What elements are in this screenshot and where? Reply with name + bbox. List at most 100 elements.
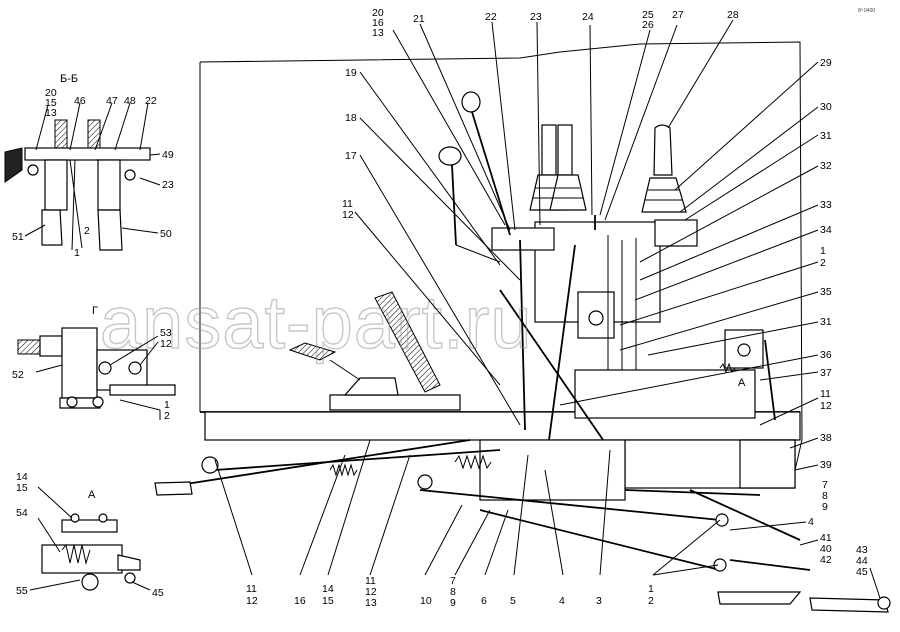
right-plate-boss xyxy=(737,343,751,357)
bb-47: 47 xyxy=(106,95,118,107)
callout-4-right: 4 xyxy=(808,516,814,528)
bb-15: 15 xyxy=(45,97,57,109)
callout-27: 27 xyxy=(672,9,684,21)
spring-main xyxy=(454,454,492,470)
callout-21: 21 xyxy=(413,13,425,25)
callout-30: 30 xyxy=(820,101,832,113)
callout-20-16-13-b: 16 xyxy=(372,17,384,29)
a-14: 14 xyxy=(16,471,28,483)
callout-42: 42 xyxy=(820,554,832,566)
bb-20: 20 xyxy=(45,87,57,99)
g-12: 12 xyxy=(160,338,172,350)
a-15: 15 xyxy=(16,482,28,494)
g-53: 53 xyxy=(160,327,172,339)
callout-33: 33 xyxy=(820,199,832,211)
bb-50: 50 xyxy=(160,228,172,240)
bottom-5: 5 xyxy=(510,595,516,607)
callout-19: 19 xyxy=(345,67,357,79)
bb-1: 1 xyxy=(74,247,80,259)
bottom-12: 12 xyxy=(246,595,258,607)
spring-left xyxy=(329,463,358,477)
callout-40: 40 xyxy=(820,543,832,555)
bottom-1: 1 xyxy=(648,583,654,595)
callout-31-top: 31 xyxy=(820,130,832,142)
callout-8-right: 8 xyxy=(822,490,828,502)
bottom-16: 16 xyxy=(294,595,306,607)
callout-11-mid: 11 xyxy=(342,198,353,210)
bottom-12b: 12 xyxy=(365,586,377,598)
watermark: ansat-part.ru xyxy=(100,281,533,364)
bottom-14: 14 xyxy=(322,583,334,595)
pedal-pad xyxy=(374,291,441,393)
callout-34: 34 xyxy=(820,224,832,236)
callout-41: 41 xyxy=(820,532,832,544)
callout-32: 32 xyxy=(820,160,832,172)
rod-end-left xyxy=(154,481,193,496)
section-bb-title: Б-Б xyxy=(60,73,78,85)
callout-20-16-13-c: 13 xyxy=(372,27,384,39)
callout-28: 28 xyxy=(727,9,739,21)
pedal-arm xyxy=(343,377,399,396)
callout-2-right: 2 xyxy=(820,257,826,269)
a-55: 55 xyxy=(16,585,28,597)
callout-18: 18 xyxy=(345,112,357,124)
joystick-middle xyxy=(549,124,587,211)
callout-1-right: 1 xyxy=(820,245,826,257)
bb-23: 23 xyxy=(162,179,174,191)
bb-22: 22 xyxy=(145,95,157,107)
callout-7-right: 7 xyxy=(822,479,828,491)
callout-17: 17 xyxy=(345,150,357,162)
section-g-view: Г 53 12 52 1 2 xyxy=(12,305,176,422)
callout-35: 35 xyxy=(820,286,832,298)
callout-37: 37 xyxy=(820,367,832,379)
bb-51: 51 xyxy=(12,231,24,243)
callout-38: 38 xyxy=(820,432,832,444)
bottom-13b: 13 xyxy=(365,597,377,609)
joystick-right xyxy=(641,124,687,213)
main-assembly xyxy=(154,41,891,613)
valve-head-right xyxy=(654,219,698,247)
section-bb-view: Б-Б 20 15 13 46 47 48 22 49 23 51 50 2 1 xyxy=(4,73,174,259)
callout-36: 36 xyxy=(820,349,832,361)
bottom-15: 15 xyxy=(322,595,334,607)
callout-9-right: 9 xyxy=(822,501,828,513)
callout-29: 29 xyxy=(820,57,832,69)
callout-43: 43 xyxy=(856,544,868,556)
detail-43-lever xyxy=(809,597,889,613)
callout-44: 44 xyxy=(856,555,868,567)
bottom-11b: 11 xyxy=(365,575,376,587)
callout-11-right: 11 xyxy=(820,388,831,400)
bottom-2: 2 xyxy=(648,595,654,607)
bracket-38 xyxy=(739,439,796,489)
corner-mark: 8ª 0400 xyxy=(858,8,875,14)
bottom-10: 10 xyxy=(420,595,432,607)
callout-22: 22 xyxy=(485,11,497,23)
lever-knob-19 xyxy=(438,146,462,166)
detail-a-title: А xyxy=(88,489,96,501)
lever-knob-top xyxy=(461,91,481,113)
lower-housing xyxy=(479,439,626,501)
callout-26: 26 xyxy=(642,19,654,31)
bb-48: 48 xyxy=(124,95,136,107)
a-54: 54 xyxy=(16,507,28,519)
g-2: 2 xyxy=(164,410,170,422)
bb-2: 2 xyxy=(84,225,90,237)
valve-head xyxy=(491,227,555,251)
a-45: 45 xyxy=(152,587,164,599)
bottom-8: 8 xyxy=(450,586,456,598)
section-a-marker: А xyxy=(738,377,746,389)
callout-12-right: 12 xyxy=(820,400,832,412)
callout-25: 25 xyxy=(642,9,654,21)
g-1: 1 xyxy=(164,399,170,411)
bottom-4: 4 xyxy=(559,595,565,607)
g-52: 52 xyxy=(12,369,24,381)
bb-46: 46 xyxy=(74,95,86,107)
callout-20-16-13-a: 20 xyxy=(372,7,384,19)
bottom-11: 11 xyxy=(246,583,257,595)
bottom-6: 6 xyxy=(481,595,487,607)
callout-31-mid: 31 xyxy=(820,316,832,328)
callout-12-mid: 12 xyxy=(342,209,354,221)
callout-24: 24 xyxy=(582,11,594,23)
distributor-block xyxy=(574,369,756,419)
